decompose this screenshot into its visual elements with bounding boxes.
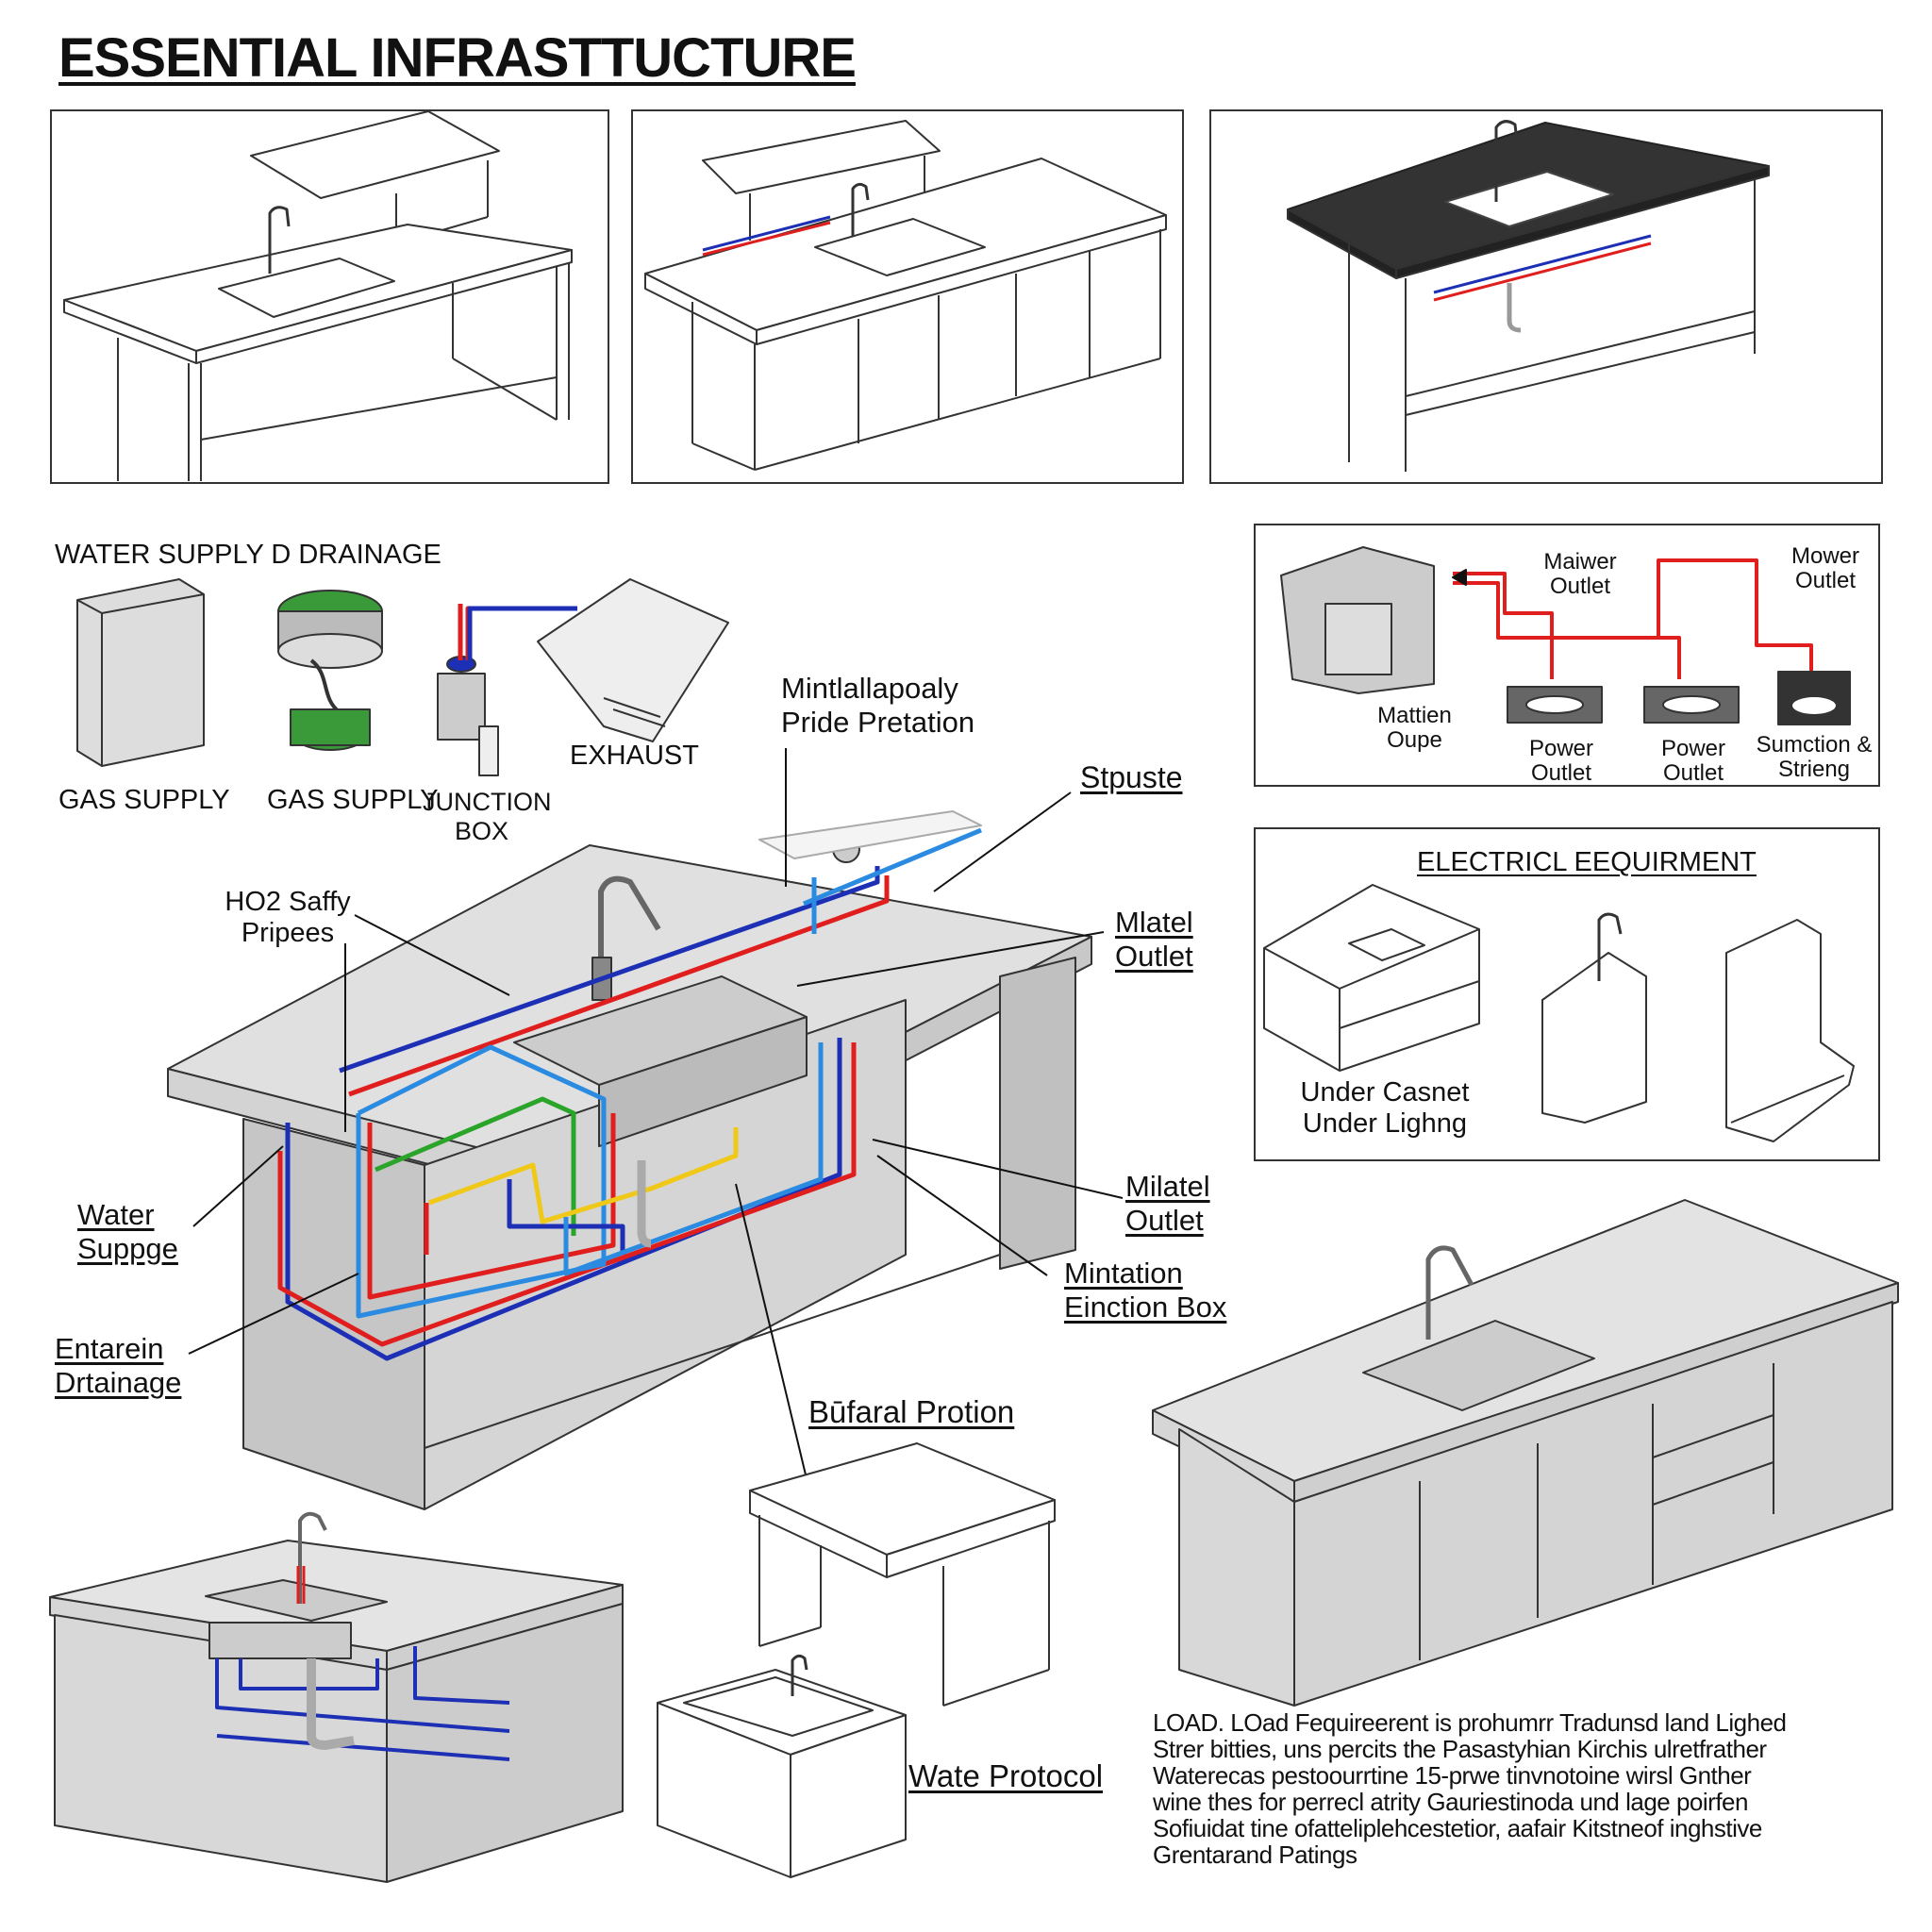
load-text-line: Sofiuidat tine ofatteliplehcestetior, aa… xyxy=(1153,1814,1762,1843)
callout-mintation-box: Mintation Einction Box xyxy=(1064,1257,1227,1324)
gas-supply-label-2: GAS SUPPLY xyxy=(267,785,439,815)
hood-outline xyxy=(250,110,500,199)
electric-heading: ELECTRICL EEQUIRMENT xyxy=(1417,847,1757,877)
callout-pride-pretation: Mintlallapoaly Pride Pretation xyxy=(781,672,975,739)
callout-stpuste: Stpuste xyxy=(1080,760,1183,794)
callout-bufaral-protion: Būfaral Protion xyxy=(808,1394,1015,1429)
callout-wate-protocol: Wate Protocol xyxy=(908,1758,1104,1793)
exhaust-hood xyxy=(537,578,729,742)
electric-caption: Under Casnet Under Lighng xyxy=(1300,1077,1470,1140)
gas-supply-label-1: GAS SUPPLY xyxy=(58,785,230,815)
sink-outline xyxy=(218,258,395,318)
outlet-label-power-2: Power Outlet xyxy=(1660,736,1726,787)
outlet-label-mattien: Mattien Oupe xyxy=(1377,703,1452,754)
load-text-line: wine thes for perrecl atrity Gauriestino… xyxy=(1153,1788,1748,1817)
callout-milatel-outlet: Milatel Outlet xyxy=(1125,1170,1210,1237)
load-requirements-text: LOAD. LOad Fequireerent is prohumrr Trad… xyxy=(1153,1708,1907,1870)
outlet-label-sumction: Sumction & Strieng xyxy=(1756,732,1873,783)
faucet-outline xyxy=(268,206,291,274)
junction-box-label: JUNCTION BOX xyxy=(423,788,552,846)
load-text-line: Waterecas pestoourrtine 15-prwe tinvnoto… xyxy=(1153,1761,1752,1790)
callout-entarein-drainage: Entarein Drtainage xyxy=(55,1332,182,1399)
callout-water-suppge: Water Suppge xyxy=(77,1198,178,1265)
outlet-label-mower: Mower Outlet xyxy=(1790,543,1859,594)
outlet-label-power-1: Power Outlet xyxy=(1528,736,1594,787)
outlet-label-maiwer: Maiwer Outlet xyxy=(1543,549,1617,600)
load-text-line: Strer bitties, uns percits the Pasastyhi… xyxy=(1153,1735,1767,1764)
page-title: ESSENTIAL INFRASTTUCTURE xyxy=(58,27,857,89)
junction-filter xyxy=(437,673,486,741)
water-supply-heading: WATER SUPPLY D DRAINAGE xyxy=(55,540,441,570)
main-faucet xyxy=(598,875,661,1000)
load-text-line: LOAD. LOad Fequireerent is prohumrr Trad… xyxy=(1153,1708,1787,1737)
exhaust-label: EXHAUST xyxy=(570,741,699,771)
callout-hot-safety-pipes: HO2 Saffy Pripees xyxy=(225,887,351,949)
load-text-line: Grentarand Patings xyxy=(1153,1840,1357,1870)
gas-cabinet xyxy=(76,578,205,767)
callout-mlatel-outlet: Mlatel Outlet xyxy=(1115,906,1193,973)
